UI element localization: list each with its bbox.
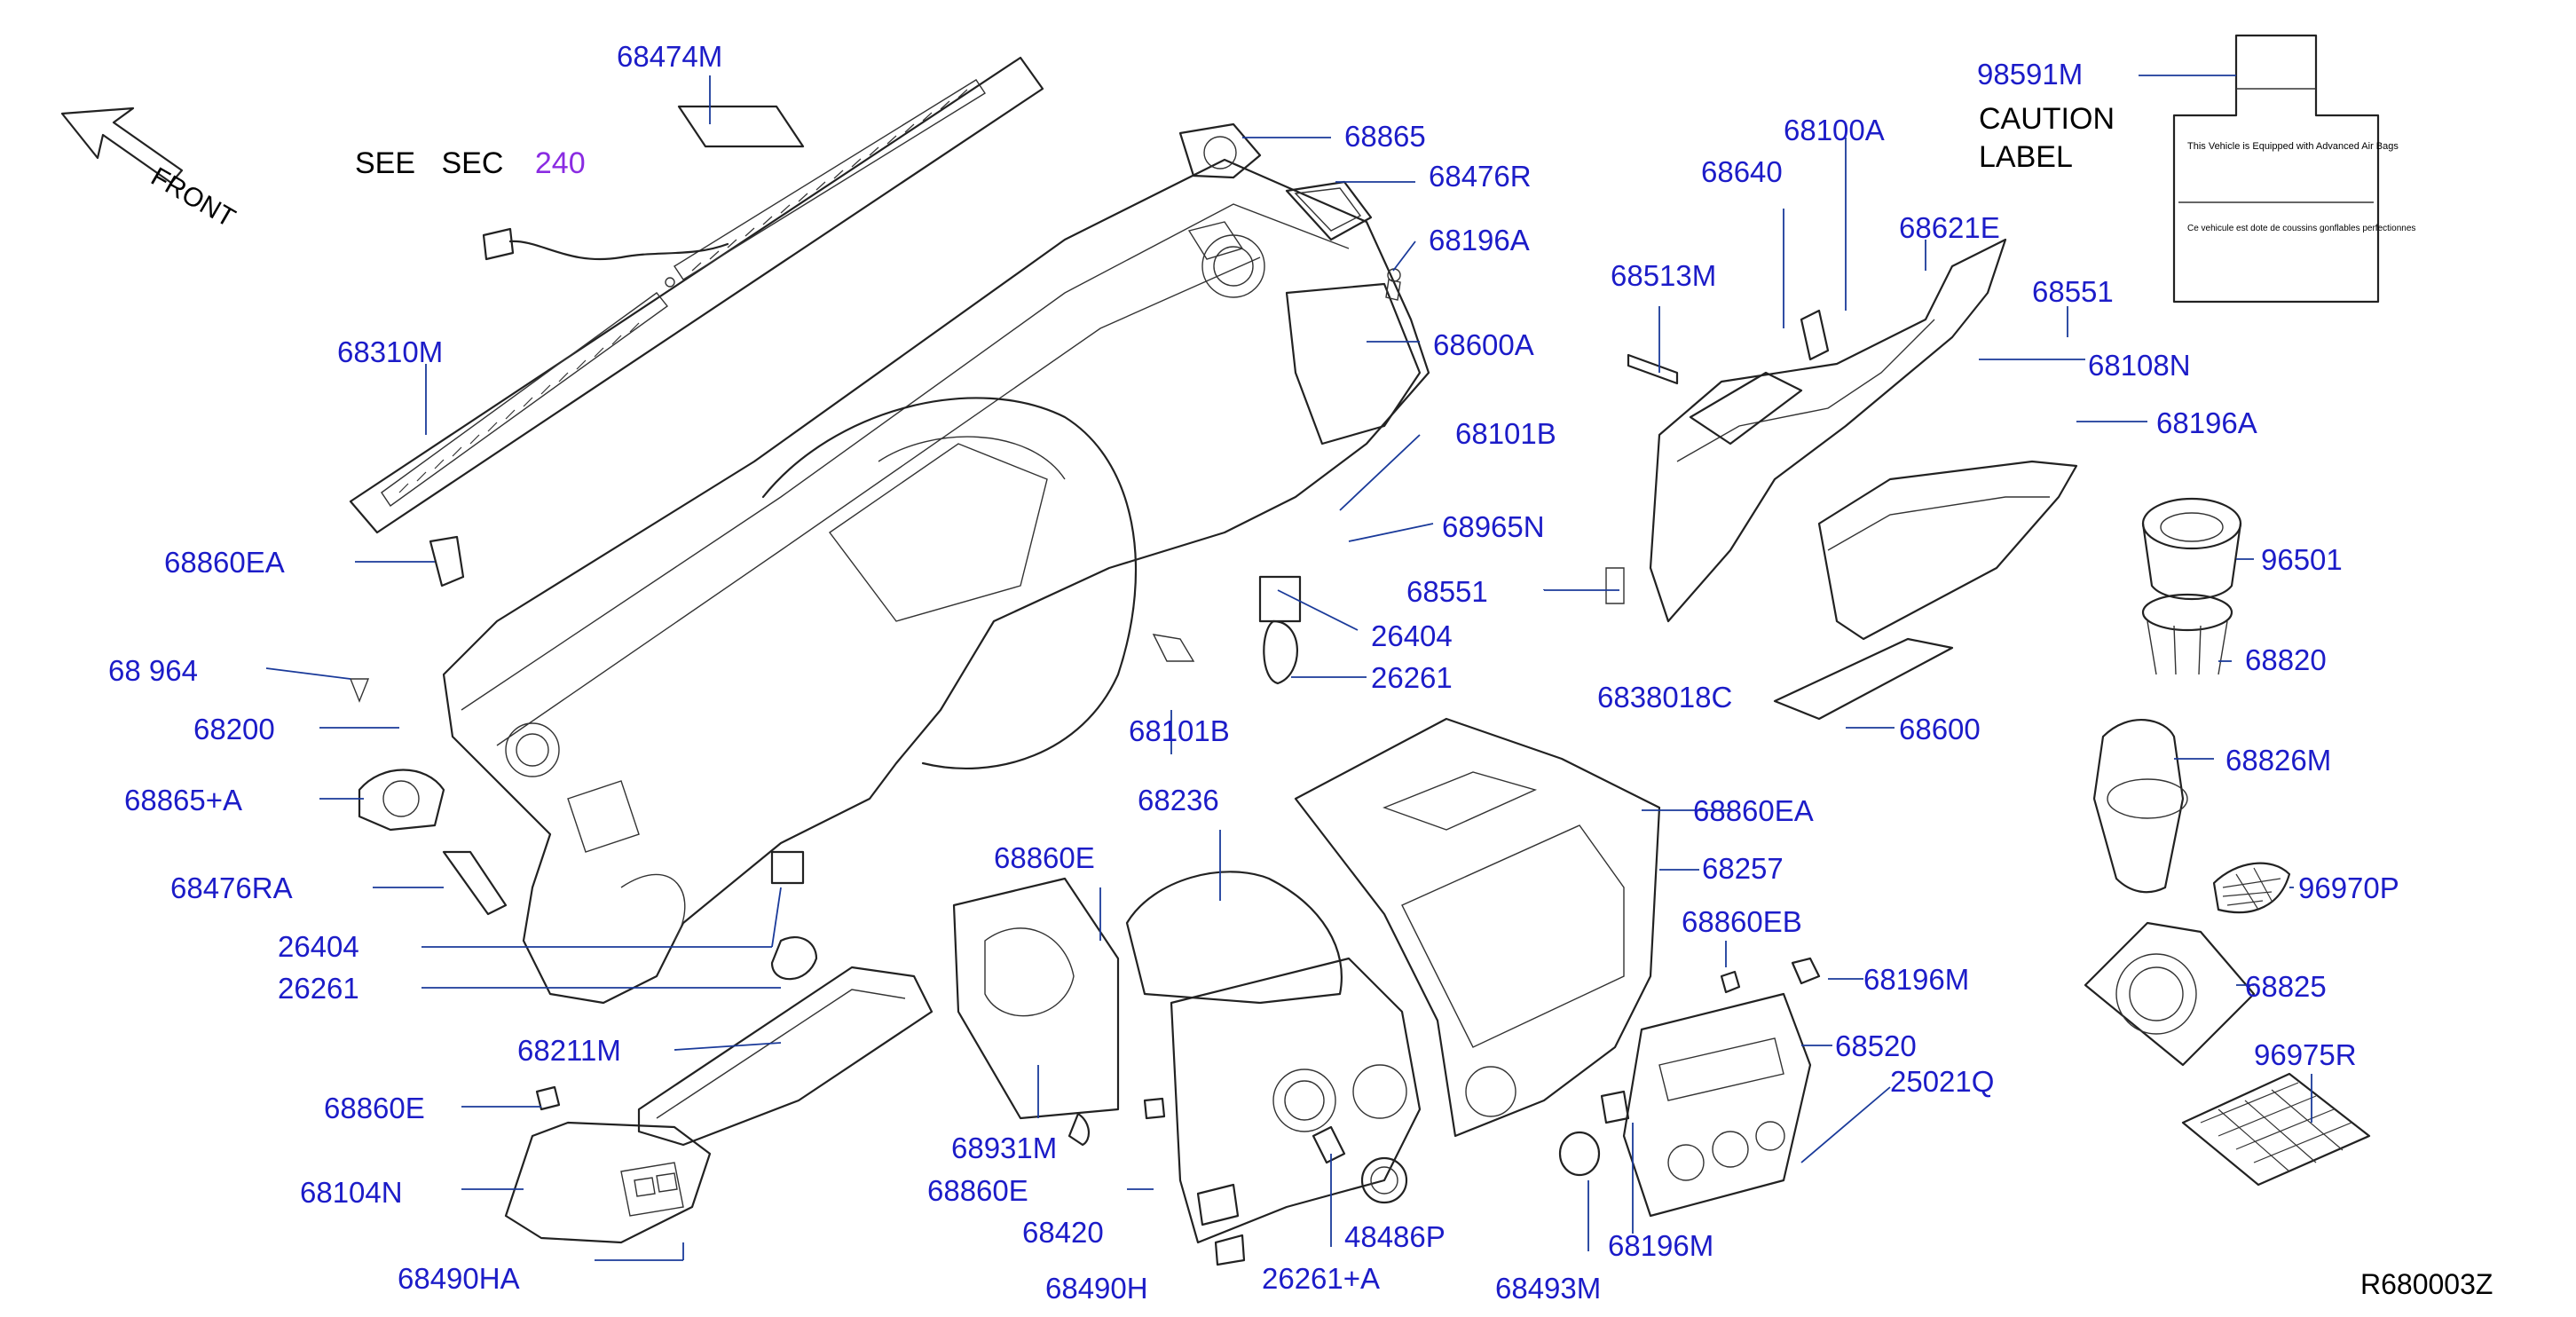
center-cluster-drawing xyxy=(1294,717,1661,1138)
meter-cluster-drawing xyxy=(952,871,1422,1266)
callout-68860eb[interactable]: 68860EB xyxy=(1682,905,1802,938)
callout-68965n[interactable]: 68965N xyxy=(1442,510,1545,543)
callout-26261-1[interactable]: 26261 xyxy=(1371,661,1453,694)
callout-68474m[interactable]: 68474M xyxy=(617,40,722,73)
callout-68826m[interactable]: 68826M xyxy=(2225,744,2331,777)
caution-label-card: This Vehicle is Equipped with Advanced A… xyxy=(2172,34,2415,304)
callout-68100a[interactable]: 68100A xyxy=(1784,114,1885,146)
caution-label-text-en: This Vehicle is Equipped with Advanced A… xyxy=(2187,141,2399,152)
callout-68101b-2[interactable]: 68101B xyxy=(1129,714,1230,747)
callout-26404-2[interactable]: 26404 xyxy=(278,930,359,963)
callout-96501[interactable]: 96501 xyxy=(2261,543,2343,576)
callout-96975r[interactable]: 96975R xyxy=(2254,1038,2357,1071)
callout-68860e-3[interactable]: 68860E xyxy=(927,1174,1028,1207)
callout-68931m[interactable]: 68931M xyxy=(951,1132,1057,1164)
callout-26261a[interactable]: 26261+A xyxy=(1262,1262,1380,1295)
defroster-grille-drawing xyxy=(349,56,1044,534)
label-68474m-drawing xyxy=(677,105,805,148)
callout-68865[interactable]: 68865 xyxy=(1344,120,1426,153)
caution-line-2: LABEL xyxy=(1979,140,2073,174)
callout-68860ea-1[interactable]: 68860EA xyxy=(164,546,285,579)
callout-68860ea-2[interactable]: 68860EA xyxy=(1693,794,1814,827)
caution-line-1: CAUTION xyxy=(1979,102,2115,136)
instrument-panel-drawing xyxy=(442,158,1430,1005)
callout-68420[interactable]: 68420 xyxy=(1022,1216,1104,1249)
part-callouts: 68474M 68865 68476R 68196A 68600A 68310M… xyxy=(108,40,2399,1305)
callout-68196m-2[interactable]: 68196M xyxy=(1863,963,1969,996)
callout-98591m[interactable]: 98591M xyxy=(1977,58,2083,91)
callout-68476r[interactable]: 68476R xyxy=(1429,160,1532,193)
diagram-code: R680003Z xyxy=(2360,1268,2493,1300)
front-arrow-icon xyxy=(60,106,184,185)
callout-68310m[interactable]: 68310M xyxy=(337,335,443,368)
callout-68513m[interactable]: 68513M xyxy=(1611,259,1716,292)
callout-68200[interactable]: 68200 xyxy=(193,713,275,745)
callout-68101b-1[interactable]: 68101B xyxy=(1455,417,1556,450)
leader-lines xyxy=(265,75,2312,1261)
callout-68236[interactable]: 68236 xyxy=(1138,784,1219,816)
callout-68490h[interactable]: 68490H xyxy=(1045,1272,1148,1305)
cap-68493m-drawing xyxy=(1558,1131,1601,1177)
plug-drawing xyxy=(1312,1125,1408,1204)
callout-68520[interactable]: 68520 xyxy=(1835,1029,1917,1062)
callout-68211m[interactable]: 68211M xyxy=(517,1034,621,1067)
see-label: SEE xyxy=(355,146,415,180)
callout-68600[interactable]: 68600 xyxy=(1899,713,1981,745)
lower-trim-drawing xyxy=(504,966,934,1244)
callout-25021q[interactable]: 25021Q xyxy=(1890,1065,1994,1098)
tweeter-cover-drawing xyxy=(442,180,1373,916)
callout-68476ra[interactable]: 68476RA xyxy=(170,871,293,904)
callout-68196m-1[interactable]: 68196M xyxy=(1608,1229,1713,1262)
see-sec-reference[interactable]: SEE SEC 240 xyxy=(355,146,586,180)
callout-68108n[interactable]: 68108N xyxy=(2088,349,2191,382)
front-label: FRONT xyxy=(146,162,240,233)
sec-number[interactable]: 240 xyxy=(535,146,586,180)
mat-drawing xyxy=(2181,862,2371,1187)
audio-bezel-drawing xyxy=(1622,992,1812,1218)
callout-68865a[interactable]: 68865+A xyxy=(124,784,242,816)
callout-68860e-2[interactable]: 68860E xyxy=(994,841,1095,874)
callout-96970p[interactable]: 96970P xyxy=(2298,871,2399,904)
callout-48486p[interactable]: 48486P xyxy=(1344,1220,1446,1253)
sensor-harness-drawing xyxy=(482,227,729,261)
callout-68104n[interactable]: 68104N xyxy=(300,1176,403,1209)
caution-label-text-fr: Ce vehicule est dote de coussins gonflab… xyxy=(2187,224,2415,233)
callout-26404-1[interactable]: 26404 xyxy=(1371,619,1453,652)
sec-label: SEC xyxy=(442,146,504,180)
callout-68490ha[interactable]: 68490HA xyxy=(398,1262,520,1295)
glove-box-drawing xyxy=(1605,238,2078,721)
callout-68621e[interactable]: 68621E xyxy=(1899,211,2000,244)
cup-holder-drawing xyxy=(2084,497,2256,1067)
callout-68551-1[interactable]: 68551 xyxy=(1406,575,1488,608)
callout-26261-2[interactable]: 26261 xyxy=(278,972,359,1005)
clips-and-screws-drawing xyxy=(349,268,1821,1147)
callout-68196a-2[interactable]: 68196A xyxy=(2156,406,2257,439)
callout-68820[interactable]: 68820 xyxy=(2245,643,2327,676)
callout-68257[interactable]: 68257 xyxy=(1702,852,1784,885)
speaker-grille-drawing xyxy=(358,122,1262,832)
callout-68860c[interactable]: 6838018C xyxy=(1597,681,1732,714)
callout-68600a[interactable]: 68600A xyxy=(1433,328,1534,361)
callout-68860e-1[interactable]: 68860E xyxy=(324,1092,425,1124)
callout-68825[interactable]: 68825 xyxy=(2245,970,2327,1003)
callout-68493m[interactable]: 68493M xyxy=(1495,1272,1601,1305)
callout-68640[interactable]: 68640 xyxy=(1701,155,1783,188)
callout-68551-2[interactable]: 68551 xyxy=(2032,275,2114,308)
callout-68196a-1[interactable]: 68196A xyxy=(1429,224,1530,256)
callout-68-964[interactable]: 68 964 xyxy=(108,654,198,687)
